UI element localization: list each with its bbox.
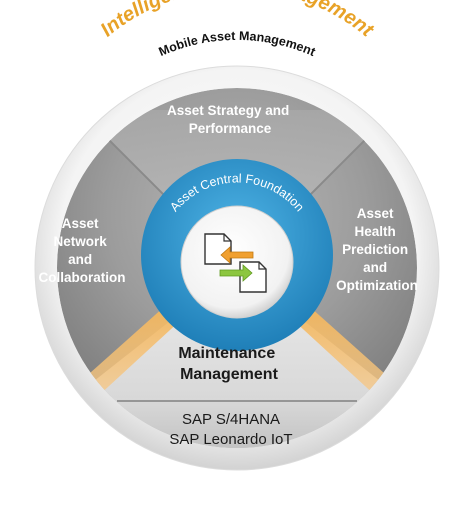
- center-circle: [180, 205, 294, 319]
- segment-bottom-label: Maintenance Management: [178, 345, 279, 383]
- document-sync-icon: [204, 233, 267, 293]
- segment-left-label: Asset Network and Collaboration: [39, 216, 126, 285]
- segment-top-label: Asset Strategy and Performance: [167, 103, 293, 136]
- base-system-s4hana: SAP S/4HANA: [182, 411, 280, 428]
- segment-right-label: Asset Health Prediction and Optimization: [336, 206, 418, 293]
- base-system-leonardo-iot: SAP Leonardo IoT: [169, 431, 292, 448]
- outer-subtitle: Mobile Asset Management: [157, 29, 319, 59]
